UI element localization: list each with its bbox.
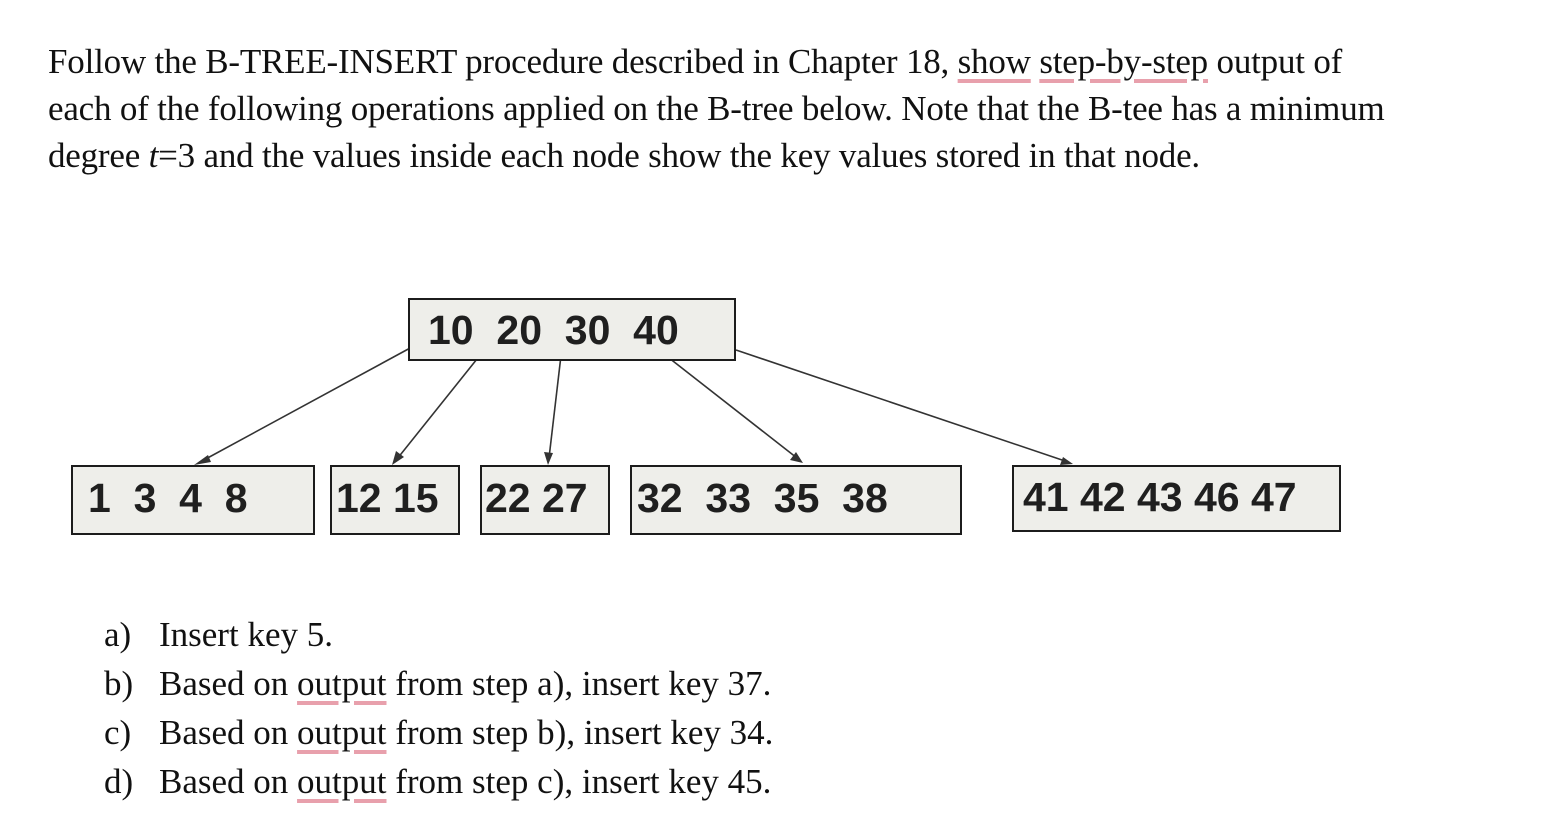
child-node-4: 32 33 35 38 <box>630 465 962 535</box>
root-node: 10 20 30 40 <box>408 298 736 361</box>
arrowhead-1 <box>194 455 211 465</box>
item-text: Based on <box>159 762 298 801</box>
child-node-4-keys: 32 33 35 38 <box>637 475 888 521</box>
item-text: from step a), insert key 37. <box>386 664 772 703</box>
root-node-keys: 10 20 30 40 <box>428 307 679 353</box>
item-marker: d) <box>104 762 134 801</box>
list-item: d) Based on output from step c), insert k… <box>104 757 773 806</box>
child-node-3-keys: 22 27 <box>485 475 588 521</box>
problem-statement: Follow the B-TREE-INSERT procedure descr… <box>48 38 1488 179</box>
child-node-3: 22 27 <box>480 465 610 535</box>
statement-text: Follow the B-TREE-INSERT procedure descr… <box>48 42 958 81</box>
child-node-1-keys: 1 3 4 8 <box>88 475 248 521</box>
child-node-2: 12 15 <box>330 465 460 535</box>
tree-edges <box>194 346 1073 465</box>
item-text: from step b), insert key 34. <box>386 713 774 752</box>
arrowhead-5 <box>1060 457 1073 465</box>
item-text: Based on <box>159 713 298 752</box>
item-text: Based on <box>159 664 298 703</box>
list-item: b) Based on output from step a), insert k… <box>104 659 773 708</box>
statement-line-2: each of the following operations applied… <box>48 89 1385 128</box>
statement-line-1: Follow the B-TREE-INSERT procedure descr… <box>48 38 1488 85</box>
spellcheck-word: output <box>297 762 387 801</box>
edge-4 <box>654 346 798 459</box>
list-item: c) Based on output from step b), insert k… <box>104 708 773 757</box>
item-marker: c) <box>104 713 132 752</box>
statement-line-3: degree t=3 and the values inside each no… <box>48 132 1488 179</box>
edge-5 <box>735 349 1066 462</box>
edge-2 <box>396 348 486 460</box>
edge-3 <box>548 346 563 459</box>
arrowhead-2 <box>392 451 404 465</box>
child-node-2-keys: 12 15 <box>336 475 439 521</box>
arrowhead-3 <box>544 452 553 465</box>
degree-variable: t <box>148 136 159 175</box>
statement-text: =3 and the values inside each node show … <box>158 136 1200 175</box>
child-node-1: 1 3 4 8 <box>71 465 315 535</box>
list-item: a) Insert key 5. <box>104 610 773 659</box>
spellcheck-word: step-by-step <box>1039 42 1208 81</box>
statement-text: output of <box>1207 42 1343 81</box>
item-marker: b) <box>104 664 134 703</box>
item-marker: a) <box>104 615 132 654</box>
child-node-5-keys: 41 42 43 46 47 <box>1023 474 1297 520</box>
item-text: from step c), insert key 45. <box>386 762 772 801</box>
spellcheck-word: show <box>957 42 1031 81</box>
edge-1 <box>201 346 413 462</box>
spellcheck-word: output <box>297 664 387 703</box>
statement-text: degree <box>48 136 149 175</box>
spellcheck-word: output <box>297 713 387 752</box>
child-node-5: 41 42 43 46 47 <box>1012 465 1341 532</box>
item-text: Insert key 5. <box>159 615 333 654</box>
arrowhead-4 <box>790 452 803 463</box>
operations-list: a) Insert key 5. b) Based on output from s… <box>104 610 773 806</box>
